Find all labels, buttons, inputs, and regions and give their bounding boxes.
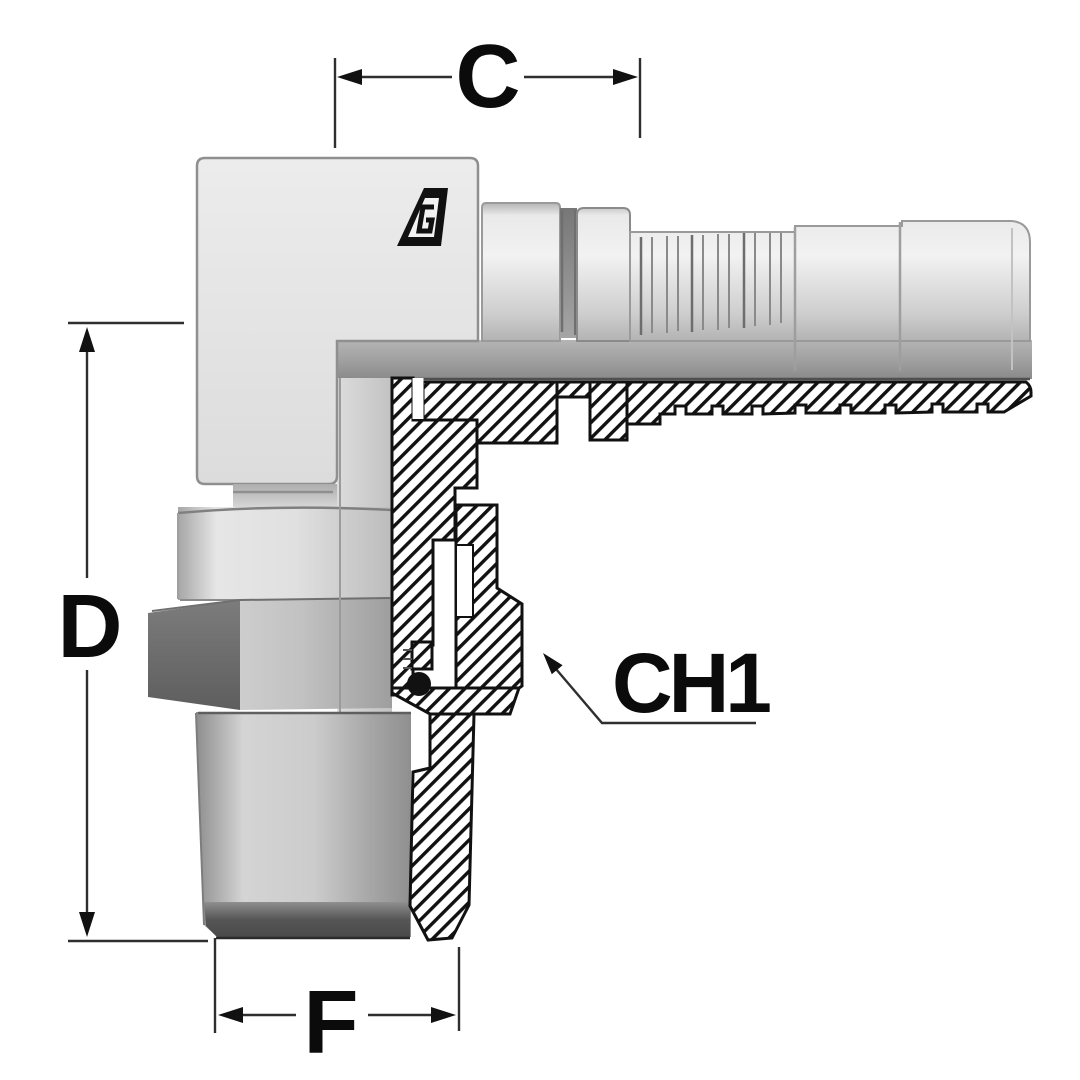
c-arrow-left [337,69,362,85]
thread-ridges [403,649,412,669]
section-stud-wall [408,712,476,942]
callout-ch1: CH1 [543,636,774,730]
threaded-stud [196,712,411,937]
dimension-label-d: D [58,577,123,677]
hex-left-facet [148,600,240,710]
neck [233,484,337,507]
dimension-c [333,58,642,148]
boss-cylinder [178,507,392,600]
cross-section-group [390,376,1033,942]
hex-front-facet [240,598,392,710]
section-socket-bridge [555,380,592,399]
d-arrow-bottom [79,912,95,937]
tail-shoulder [481,202,561,342]
o-ring-seal [407,672,431,696]
hose-collar [576,207,631,342]
f-arrow-left [218,1007,243,1023]
d-arrow-top [79,327,95,352]
boss-top-edge [177,506,393,515]
ch1-leader-line [555,668,756,725]
section-relief-notch [412,378,424,419]
manufacturer-logo-icon [397,188,448,246]
solid-render-group [148,156,1032,940]
f-arrow-right [431,1007,456,1023]
ch1-leader-arrow [543,653,563,675]
dimension-d [68,321,208,943]
section-tube-wall [625,380,1033,426]
hose-tail [629,220,1031,342]
callout-label-ch1: CH1 [612,636,770,730]
dimension-label-c: C [456,27,521,127]
collar-groove [560,208,577,338]
stud-bottom-shade [204,902,410,937]
section-thread-bit [410,640,434,671]
stud-left-edge [195,712,205,926]
section-collar-piece [588,380,629,442]
tail-underside-shade [337,340,1032,379]
dimension-f [213,938,461,1033]
barb-grooves [639,222,1013,371]
dimension-label-f: F [304,973,359,1073]
c-arrow-right [613,69,638,85]
section-slot [455,544,474,618]
